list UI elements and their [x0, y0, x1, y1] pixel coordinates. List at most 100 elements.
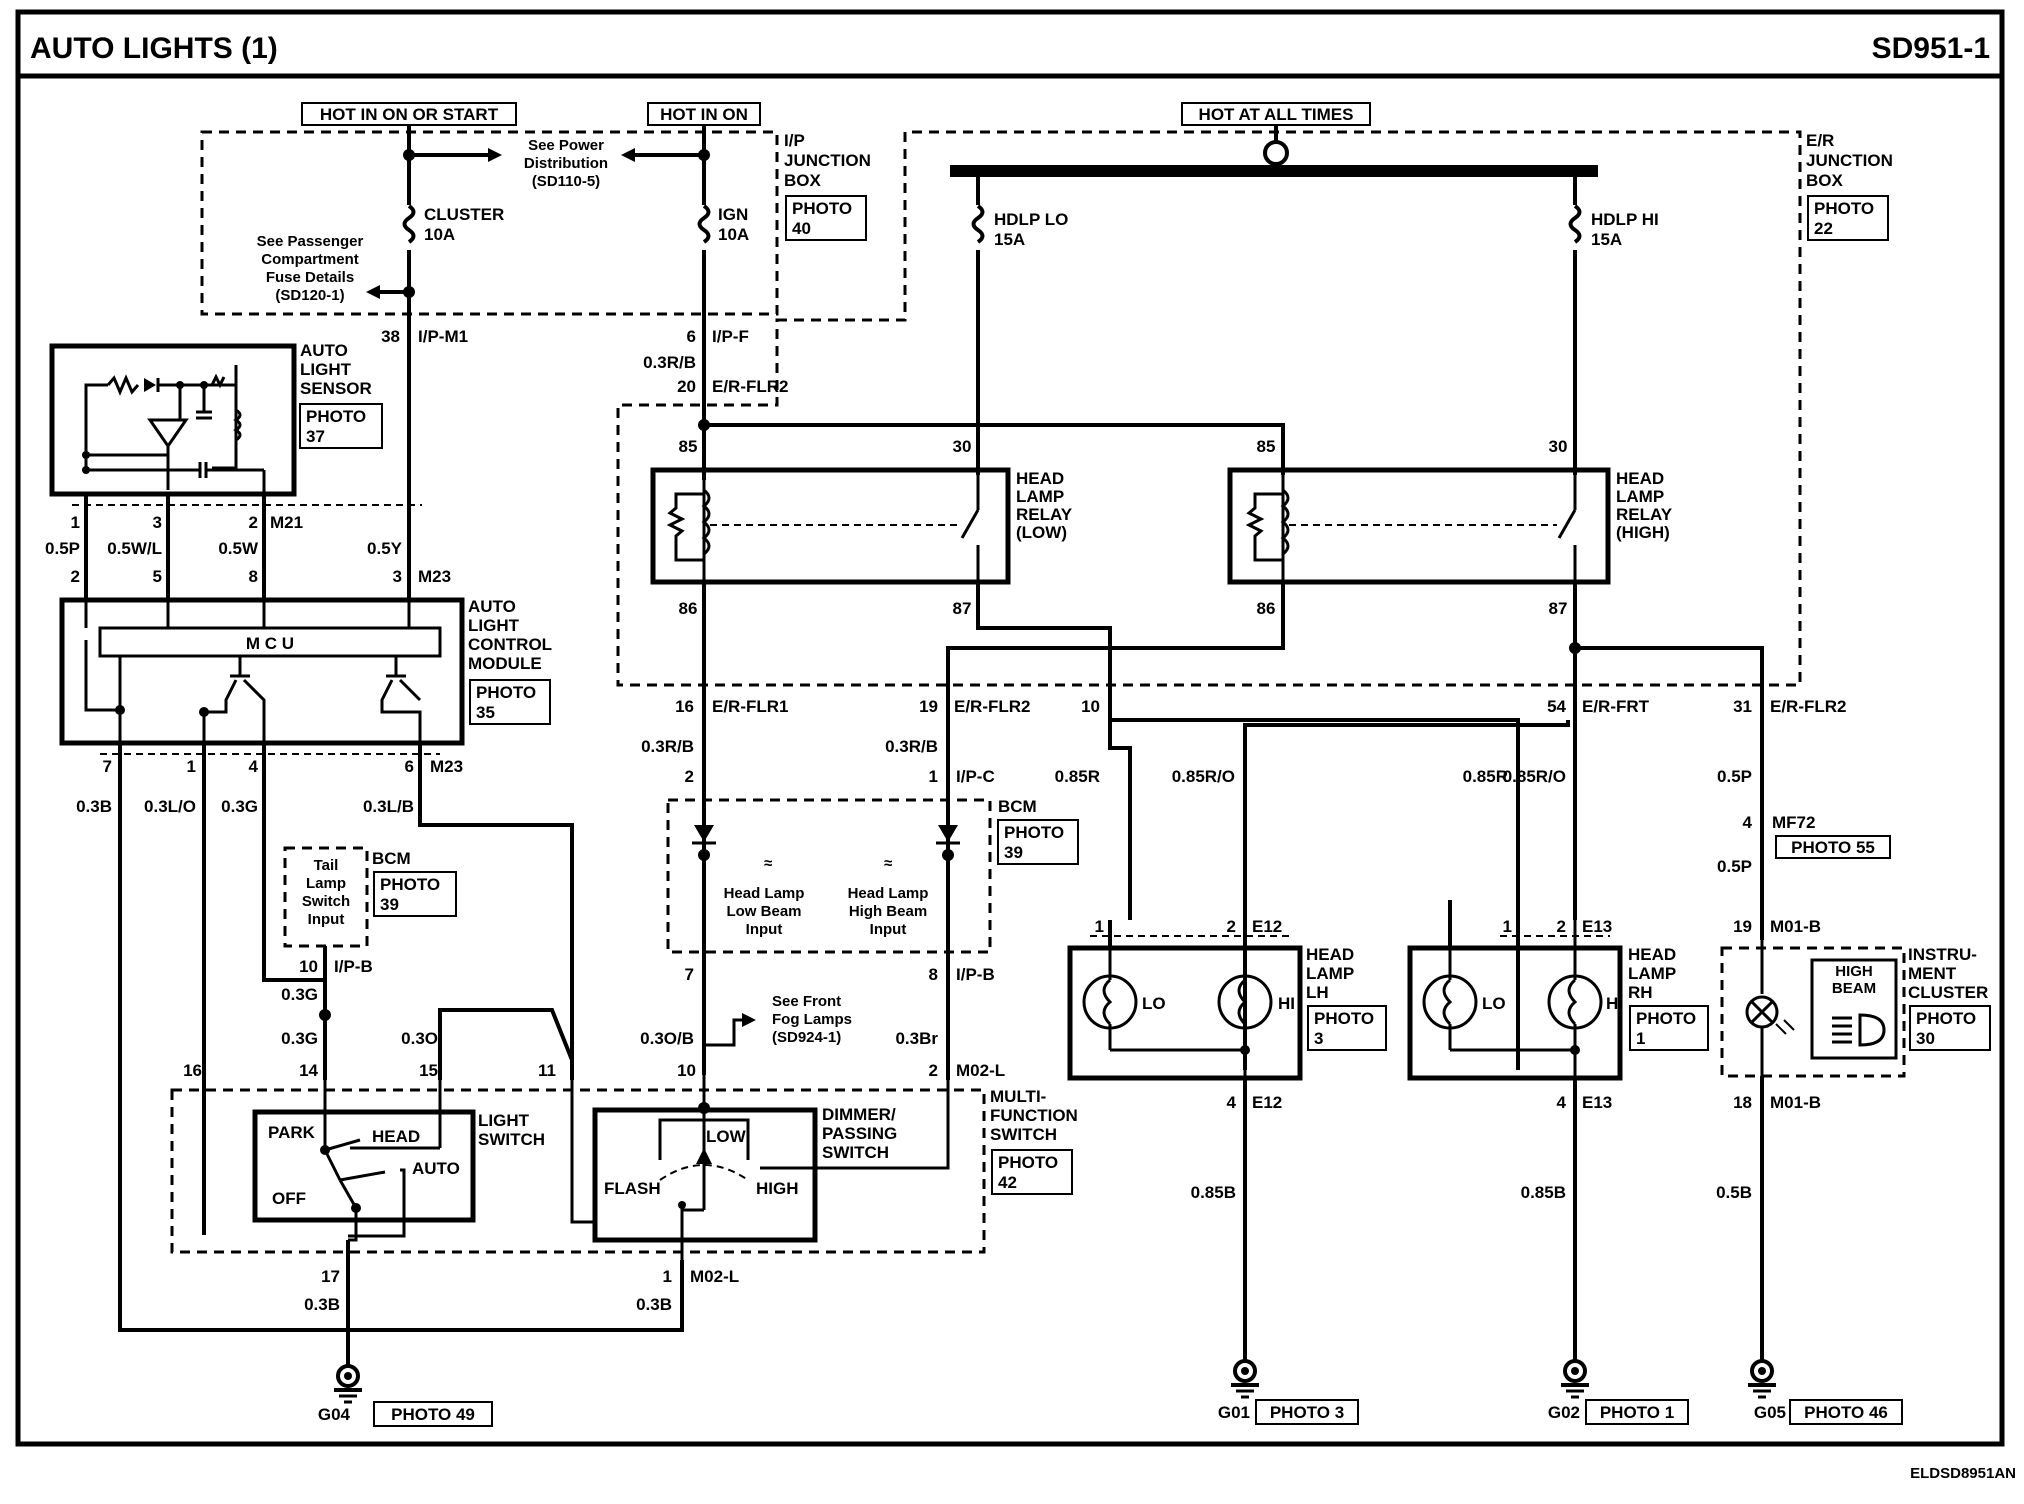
svg-text:86: 86 [679, 599, 698, 618]
ground-g02: G02 PHOTO 1 [1548, 1399, 1689, 1425]
svg-text:(SD120-1): (SD120-1) [275, 287, 344, 304]
bcm-low-beam-input: Head Lamp Low Beam Input [724, 885, 805, 938]
fuse-details-note: See Passenger Compartment Fuse Details (… [257, 233, 364, 304]
svg-text:0.5P: 0.5P [1717, 857, 1752, 876]
svg-text:10A: 10A [718, 225, 749, 244]
svg-text:PHOTO 46: PHOTO 46 [1804, 1403, 1888, 1422]
svg-text:FUNCTION: FUNCTION [990, 1106, 1078, 1125]
instrument-cluster-label: INSTRU- MENT CLUSTER PHOTO 30 [1908, 945, 1991, 1051]
svg-text:16: 16 [675, 697, 694, 716]
bcm-pin-2: 2 [685, 767, 694, 786]
head-lamp-lh-label: HEAD LAMP LH PHOTO 3 [1306, 945, 1387, 1051]
svg-text:BOX: BOX [784, 171, 822, 190]
m02-l-bottom-connector: 17 0.3B 1 M02-L 0.3B [304, 1267, 739, 1314]
svg-text:11: 11 [538, 1061, 556, 1080]
auto-light-control-module [59, 597, 465, 746]
wire-label-0.3g-2: 0.3G [281, 1029, 318, 1048]
svg-text:DIMMER/: DIMMER/ [822, 1105, 896, 1124]
svg-text:G02: G02 [1548, 1403, 1580, 1422]
svg-text:PHOTO 1: PHOTO 1 [1600, 1403, 1674, 1422]
wire-label-0.3rb-2: 0.3R/B [885, 737, 938, 756]
module-label: AUTO LIGHT CONTROL MODULE PHOTO 35 [468, 597, 552, 725]
m01-b-bottom-connector: 18 M01-B 0.5B [1716, 1093, 1821, 1202]
svg-text:85: 85 [1257, 437, 1276, 456]
wire-label-0.85r-1: 0.85R [1055, 767, 1100, 786]
svg-text:E12: E12 [1252, 1093, 1282, 1112]
svg-text:I/P: I/P [784, 131, 805, 150]
svg-text:LH: LH [1306, 983, 1329, 1002]
svg-text:PHOTO: PHOTO [998, 1153, 1058, 1172]
svg-text:PHOTO: PHOTO [1814, 199, 1874, 218]
svg-text:≈: ≈ [764, 855, 772, 872]
svg-text:15: 15 [419, 1061, 438, 1080]
svg-text:RELAY: RELAY [1616, 505, 1673, 524]
svg-text:22: 22 [1814, 219, 1833, 238]
wire-0.3lb [418, 743, 574, 1080]
svg-text:CLUSTER: CLUSTER [1908, 983, 1988, 1002]
bcm-headlamp-inputs [666, 798, 992, 954]
svg-text:See Power: See Power [528, 137, 604, 154]
svg-text:2: 2 [249, 513, 258, 532]
wire-0.3o [438, 1008, 574, 1080]
svg-text:15A: 15A [1591, 230, 1622, 249]
mf72-connector: 4 MF72 PHOTO 55 0.5P [1717, 813, 1891, 876]
er-connectors-row: 16 E/R-FLR1 19 E/R-FLR2 10 54 E/R-FRT 31… [675, 697, 1846, 716]
svg-text:E/R-FLR2: E/R-FLR2 [1770, 697, 1847, 716]
svg-text:85: 85 [679, 437, 698, 456]
svg-text:SWITCH: SWITCH [478, 1130, 545, 1149]
ip-b-pin-7: 7 [685, 965, 694, 984]
svg-text:Head Lamp: Head Lamp [848, 885, 929, 902]
svg-text:10: 10 [677, 1061, 696, 1080]
svg-text:MULTI-: MULTI- [990, 1087, 1046, 1106]
svg-text:Fog Lamps: Fog Lamps [772, 1011, 852, 1028]
svg-text:16: 16 [183, 1061, 202, 1080]
svg-text:HEAD: HEAD [372, 1127, 420, 1146]
svg-text:19: 19 [919, 697, 938, 716]
head-lamp-lh-bulbs: LO HI [1082, 920, 1295, 1078]
wire-label-0.3ob: 0.3O/B [640, 1029, 694, 1048]
svg-text:0.3B: 0.3B [304, 1295, 340, 1314]
svg-text:0.3G: 0.3G [281, 985, 318, 1004]
svg-text:4: 4 [1227, 1093, 1237, 1112]
svg-text:87: 87 [1549, 599, 1568, 618]
svg-text:30: 30 [953, 437, 972, 456]
svg-text:LIGHT: LIGHT [478, 1111, 530, 1130]
ign-fuse-circuit: IGN 10A [621, 125, 749, 400]
svg-text:PASSING: PASSING [822, 1124, 897, 1143]
svg-text:87: 87 [953, 599, 972, 618]
svg-text:AUTO: AUTO [468, 597, 516, 616]
wire-label-0.5w: 0.5W [218, 539, 259, 558]
head-lamp-rh-bulbs: LO HI [1422, 920, 1623, 1078]
svg-text:LIGHT: LIGHT [300, 360, 352, 379]
svg-text:E13: E13 [1582, 1093, 1612, 1112]
svg-text:E12: E12 [1252, 917, 1282, 936]
svg-text:0.85B: 0.85B [1191, 1183, 1236, 1202]
svg-text:HIGH: HIGH [1835, 963, 1873, 980]
wire-0.85r-rh-low [1108, 705, 1520, 1070]
ip-b-pin-8: 8 [929, 965, 938, 984]
svg-text:7: 7 [103, 757, 112, 776]
ground-g04: G04 PHOTO 49 [318, 1401, 493, 1427]
svg-text:(SD110-5): (SD110-5) [532, 173, 600, 190]
svg-text:HI: HI [1278, 994, 1295, 1013]
svg-text:Tail: Tail [314, 857, 339, 874]
figure-code: ELDSD8951AN [1910, 1465, 2016, 1482]
page-title: AUTO LIGHTS (1) [30, 32, 278, 65]
high-beam-indicator-icon [1832, 1013, 1886, 1047]
svg-text:19: 19 [1733, 917, 1752, 936]
ip-b-connector: I/P-B [956, 965, 995, 984]
m01-b-top-connector: 19 M01-B [1733, 917, 1821, 936]
wire-label-0.3b-1: 0.3B [76, 797, 112, 816]
svg-text:HEAD: HEAD [1628, 945, 1676, 964]
bcm-top-label: BCM PHOTO 39 [997, 797, 1079, 865]
svg-text:(LOW): (LOW) [1016, 523, 1067, 542]
hdlp-lo-fuse: HDLP LO 15A [971, 177, 1068, 278]
hot-in-on-or-start-label: HOT IN ON OR START [301, 102, 517, 126]
svg-text:(SD924-1): (SD924-1) [772, 1029, 841, 1046]
svg-text:Fuse Details: Fuse Details [266, 269, 354, 286]
svg-text:E/R-FLR1: E/R-FLR1 [712, 697, 789, 716]
svg-text:HOT AT ALL TIMES: HOT AT ALL TIMES [1199, 105, 1354, 124]
svg-text:JUNCTION: JUNCTION [1806, 151, 1893, 170]
svg-text:PHOTO: PHOTO [1916, 1009, 1976, 1028]
e12-ground-connector: 4 E12 0.85B [1191, 1093, 1283, 1202]
